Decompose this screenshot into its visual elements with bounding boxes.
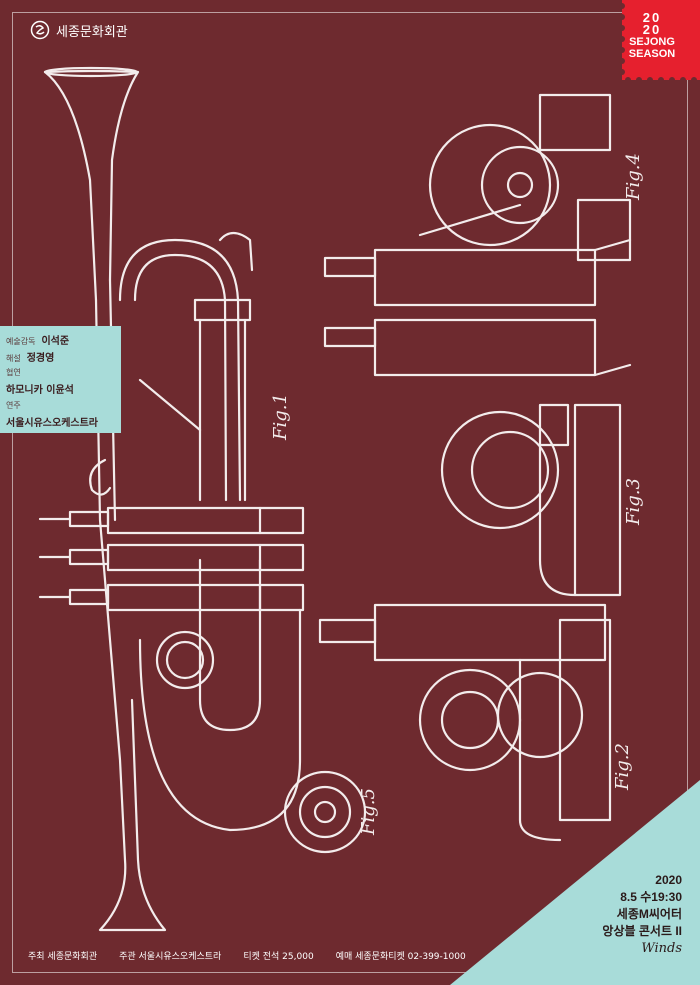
brand[interactable]: 세종문화회관	[30, 20, 128, 40]
credit-collab: 협연 하모니카 이윤석	[6, 367, 115, 397]
credit-commentary: 해설 정경영	[6, 349, 115, 364]
credit-name: 이석준	[41, 336, 70, 347]
fig3-drawing	[440, 403, 622, 597]
season-year-bottom: 20	[642, 22, 662, 37]
season-line2: SEASON	[628, 48, 676, 60]
brand-name: 세종문화회관	[56, 24, 128, 40]
credits-panel: 예술감독 이석준 해설 정경영 협연 하모니카 이윤석 연주 서울시유스오케스트…	[0, 326, 121, 433]
event-title: 앙상블 콘서트 II	[602, 924, 682, 938]
event-subtitle: Winds	[641, 941, 682, 956]
fig5-drawing	[283, 770, 367, 854]
trumpet-leadpipe	[94, 298, 167, 932]
credit-role: 연주	[6, 401, 21, 410]
fig3-label: Fig.3	[623, 478, 644, 525]
credit-performer: 연주 서울시유스오케스트라	[6, 400, 115, 430]
event-datetime: 8.5 수19:30	[620, 890, 682, 904]
credit-name: 정경영	[26, 353, 55, 364]
credit-name: 서울시유스오케스트라	[6, 418, 98, 429]
season-year-top: 20	[642, 10, 662, 25]
credit-director: 예술감독 이석준	[6, 332, 115, 347]
fig5-label: Fig.5	[358, 788, 379, 835]
footer-info: 주최 세종문화회관 주관 서울시유스오케스트라 티켓 전석 25,000 예매 …	[28, 949, 466, 962]
season-badge	[619, 0, 700, 80]
event-venue: 세종M씨어터	[616, 907, 682, 921]
season-line1: SEJONG	[629, 36, 675, 48]
poster-frame	[12, 12, 688, 973]
valve-block	[38, 506, 305, 612]
sejong-logo-icon	[30, 20, 50, 40]
event-year: 2020	[655, 873, 682, 887]
tuning-slide	[118, 238, 242, 502]
fig4-label: Fig.4	[623, 153, 644, 200]
finger-hook	[89, 458, 112, 496]
credit-role: 협연	[6, 368, 21, 377]
season-text: 20 20 SEJONG SEASON	[612, 10, 692, 60]
footer-booking[interactable]: 예매 세종문화티켓 02-399-1000	[335, 952, 466, 962]
fig2-drawing	[318, 603, 612, 842]
fig4-drawing	[323, 93, 632, 377]
event-corner-panel	[450, 780, 700, 985]
footer-host: 주최 세종문화회관	[28, 952, 98, 962]
credit-name: 하모니카 이윤석	[6, 385, 74, 396]
trumpet-bell	[43, 69, 140, 282]
fig1-label: Fig.1	[270, 393, 291, 440]
credit-role: 예술감독	[6, 337, 36, 346]
footer-ticket: 티켓 전석 25,000	[243, 952, 314, 962]
footer-organizer: 주관 서울시유스오케스트라	[119, 952, 222, 962]
credit-role: 해설	[6, 354, 21, 363]
event-info: 2020 8.5 수19:30 세종M씨어터 앙상블 콘서트 II Winds	[602, 872, 682, 957]
